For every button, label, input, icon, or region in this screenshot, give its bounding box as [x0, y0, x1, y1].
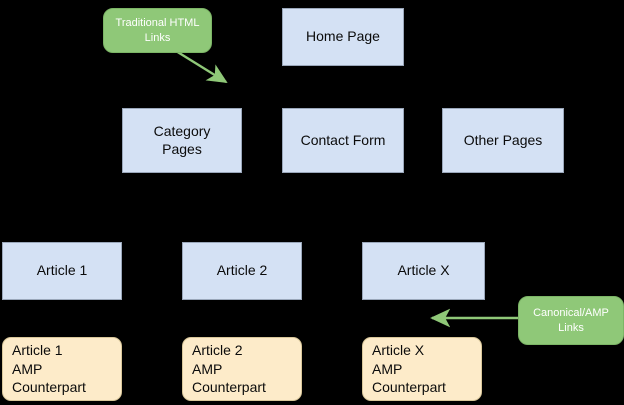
- node-article-2[interactable]: Article 2: [182, 242, 302, 300]
- node-amp-article-1[interactable]: Article 1 AMP Counterpart: [2, 337, 122, 401]
- callout-canonical-amp-links[interactable]: Canonical/AMP Links: [518, 296, 624, 345]
- node-amp-article-x-label: Article X AMP Counterpart: [372, 342, 446, 396]
- node-contact-form-label: Contact Form: [300, 131, 386, 148]
- node-article-x[interactable]: Article X: [362, 242, 485, 300]
- node-amp-article-2-label: Article 2 AMP Counterpart: [192, 342, 266, 396]
- node-article-1[interactable]: Article 1: [2, 242, 122, 300]
- node-home-page[interactable]: Home Page: [282, 8, 404, 66]
- node-category-pages-label: Category Pages: [153, 122, 211, 157]
- node-article-1-label: Article 1: [36, 262, 88, 279]
- arrow-traditional-html-links: [175, 49, 228, 84]
- node-article-x-label: Article X: [397, 262, 450, 279]
- node-contact-form[interactable]: Contact Form: [282, 108, 404, 173]
- callout-canonical-amp-links-label: Canonical/AMP Links: [533, 307, 609, 334]
- node-amp-article-2[interactable]: Article 2 AMP Counterpart: [182, 337, 302, 401]
- callout-traditional-html-links-label: Traditional HTML Links: [115, 17, 200, 44]
- node-other-pages-label: Other Pages: [463, 131, 543, 148]
- node-amp-article-1-label: Article 1 AMP Counterpart: [12, 342, 86, 396]
- node-other-pages[interactable]: Other Pages: [442, 108, 564, 173]
- node-category-pages[interactable]: Category Pages: [122, 108, 242, 173]
- node-home-page-label: Home Page: [306, 28, 380, 45]
- callout-traditional-html-links[interactable]: Traditional HTML Links: [103, 8, 212, 53]
- node-article-2-label: Article 2: [216, 262, 268, 279]
- node-amp-article-x[interactable]: Article X AMP Counterpart: [362, 337, 482, 401]
